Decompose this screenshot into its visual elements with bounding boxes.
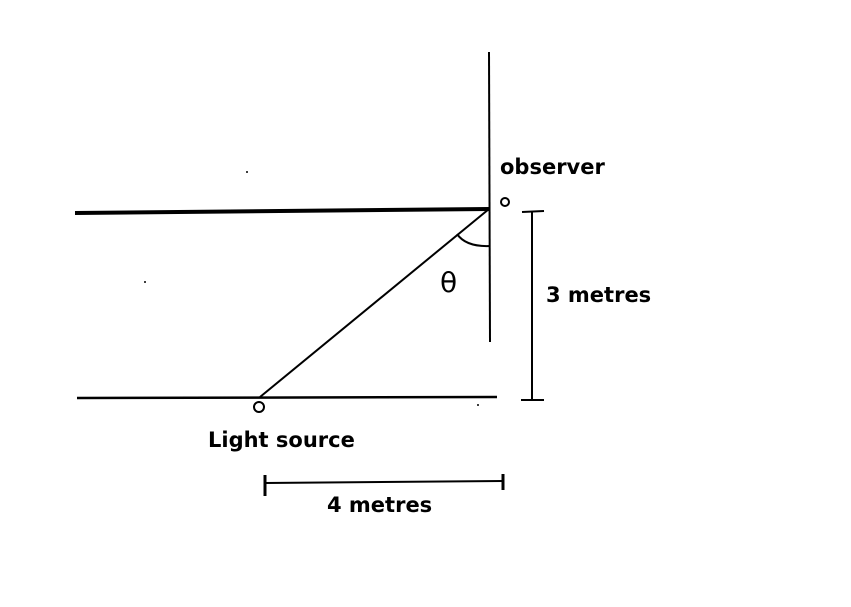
vertical-normal-line bbox=[488, 51, 491, 343]
stray-dot bbox=[144, 281, 146, 283]
height-dimension bbox=[521, 210, 545, 401]
height-label: 3 metres bbox=[546, 283, 651, 307]
bottom-surface-line bbox=[76, 395, 498, 400]
stray-dot bbox=[246, 171, 248, 173]
light-source-label: Light source bbox=[208, 428, 355, 452]
angle-arc bbox=[456, 233, 491, 248]
light-source-marker bbox=[253, 401, 265, 413]
stray-dot bbox=[477, 404, 479, 406]
top-surface-line bbox=[74, 207, 490, 215]
observer-marker bbox=[500, 197, 510, 207]
distance-label: 4 metres bbox=[327, 493, 432, 517]
observer-label: observer bbox=[500, 155, 605, 179]
distance-dimension bbox=[263, 474, 505, 496]
angle-label: θ bbox=[440, 266, 457, 299]
light-ray-line bbox=[259, 208, 490, 398]
